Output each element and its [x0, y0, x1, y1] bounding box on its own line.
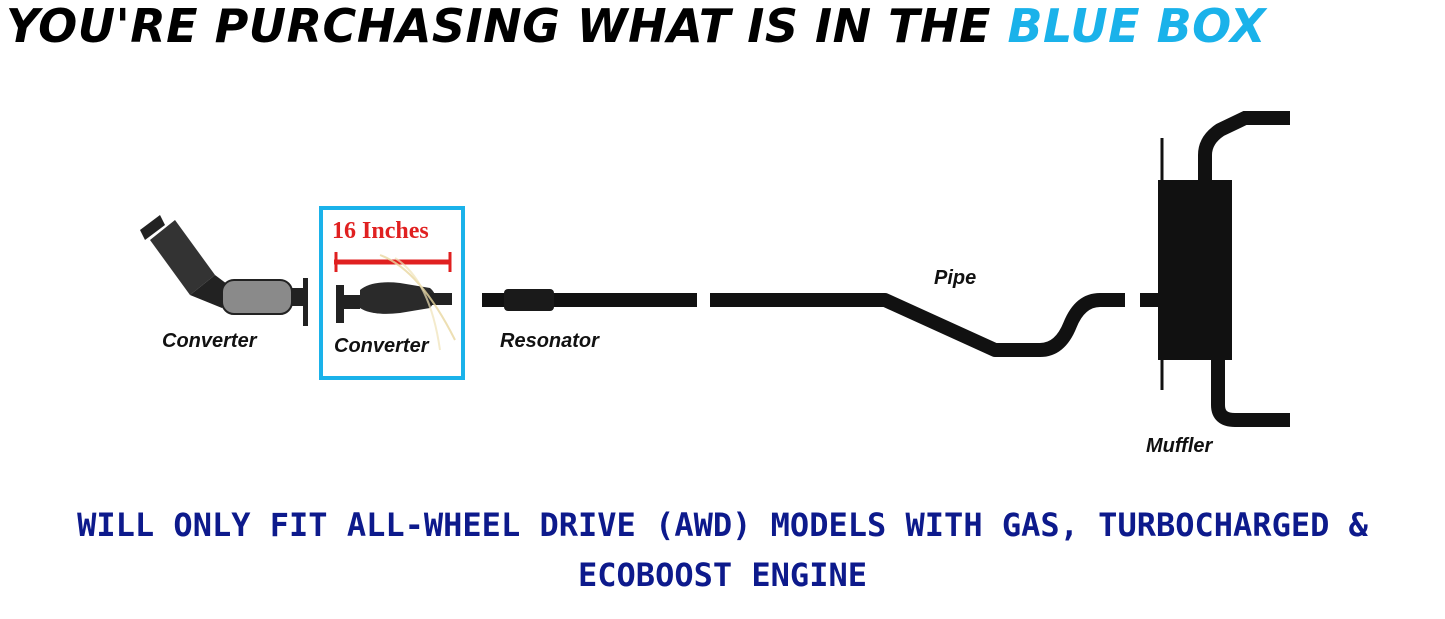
fitment-notice: WILL ONLY FIT ALL-WHEEL DRIVE (AWD) MODE…	[0, 500, 1445, 600]
headline-accent: BLUE BOX	[1007, 0, 1267, 53]
page-headline: YOU'RE PURCHASING WHAT IS IN THE BLUE BO…	[0, 0, 1445, 52]
blue-box-highlight	[319, 206, 465, 380]
boxed-converter-shape	[336, 254, 456, 351]
dimension-label: 16 Inches	[332, 218, 429, 244]
label-boxed-converter: Converter	[334, 335, 429, 357]
label-pipe: Pipe	[934, 267, 977, 289]
front-converter-shape	[140, 215, 308, 326]
label-front-converter: Converter	[162, 330, 257, 352]
fitment-line-2: ECOBOOST ENGINE	[578, 556, 867, 594]
headline-text: YOU'RE PURCHASING WHAT IS IN THE	[6, 0, 991, 53]
tailpipe-shape	[710, 293, 1158, 357]
label-muffler: Muffler	[1146, 435, 1213, 457]
fitment-line-1: WILL ONLY FIT ALL-WHEEL DRIVE (AWD) MODE…	[77, 506, 1368, 544]
label-resonator: Resonator	[500, 330, 599, 352]
exhaust-diagram	[140, 111, 1290, 427]
resonator-shape	[482, 289, 697, 311]
muffler-shape	[1158, 111, 1290, 427]
